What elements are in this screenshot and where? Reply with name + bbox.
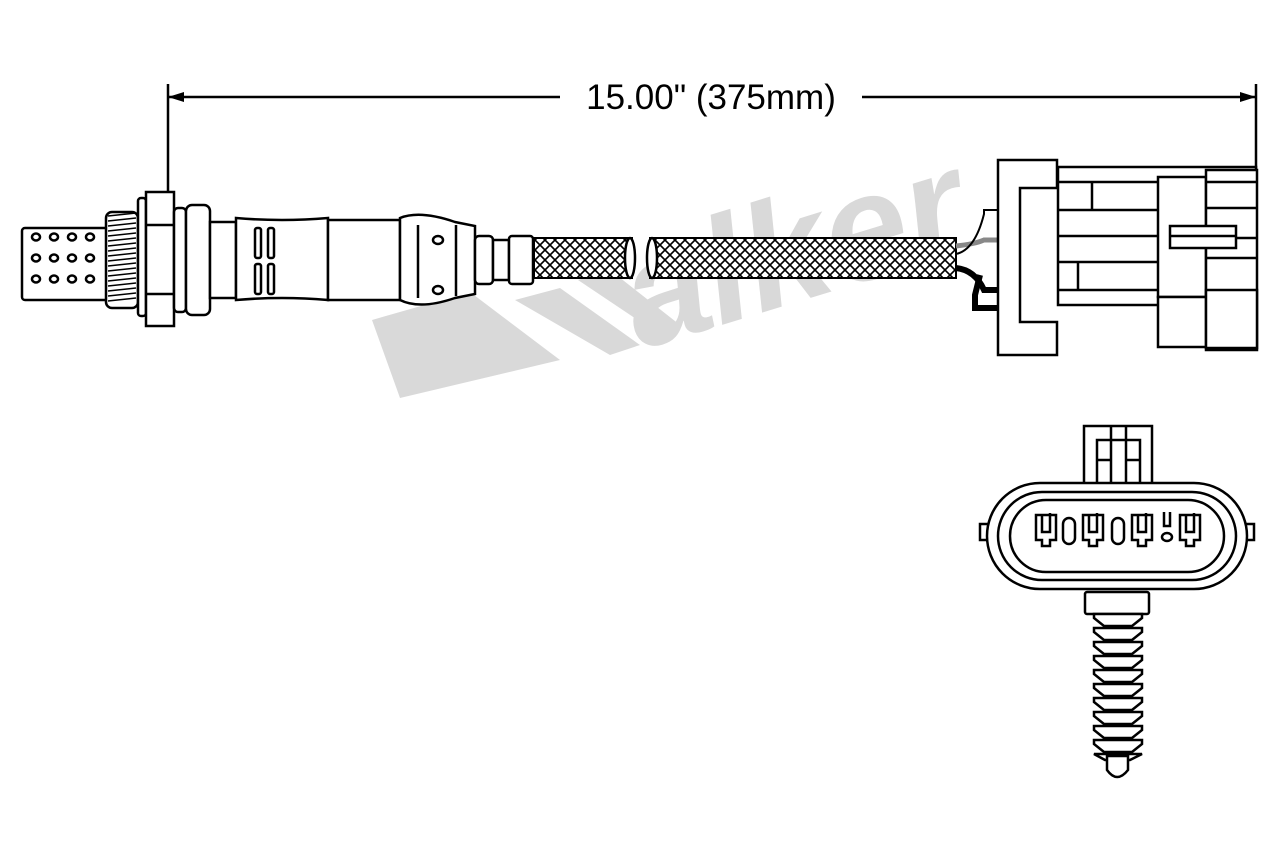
vent-hole <box>48 274 60 284</box>
vent-hole <box>48 253 60 263</box>
dimension-label: 15.00" (375mm) <box>586 78 836 117</box>
vent-hole <box>66 232 78 242</box>
braided-cable <box>533 209 998 311</box>
vent-hole <box>66 274 78 284</box>
vent-hole <box>84 232 96 242</box>
vent-hole <box>48 232 60 242</box>
vent-hole <box>84 274 96 284</box>
dimension-line: 15.00" (375mm) <box>166 78 1258 192</box>
vent-hole <box>84 253 96 263</box>
vent-hole <box>30 253 42 263</box>
vent-hole <box>66 253 78 263</box>
connector-front-view <box>978 424 1256 779</box>
oxygen-sensor-probe <box>20 190 535 328</box>
vent-hole <box>30 232 42 242</box>
connector-side-view <box>996 158 1259 357</box>
vent-hole <box>30 274 42 284</box>
